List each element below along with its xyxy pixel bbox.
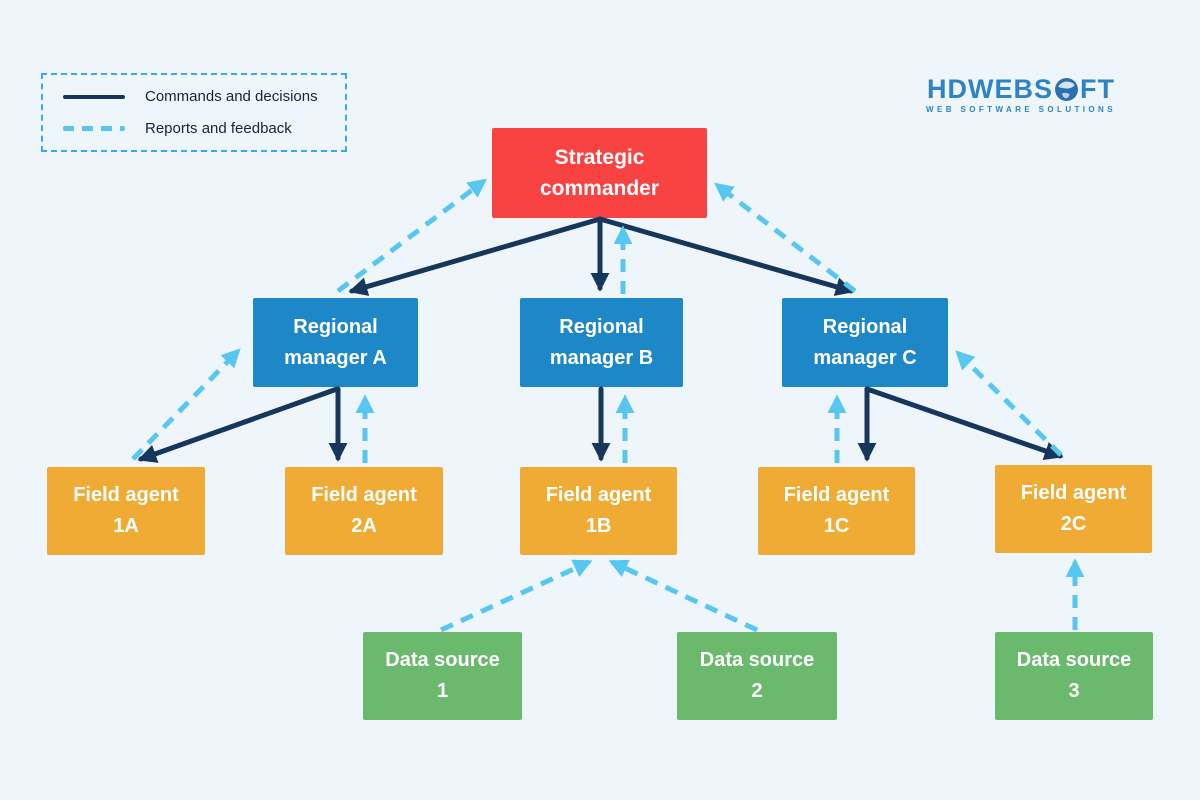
node-label: Field agent — [311, 484, 417, 506]
node-label: Data source — [385, 649, 500, 671]
node-label: 1 — [436, 680, 449, 702]
node-label: Data source — [699, 649, 815, 671]
globe-icon — [1054, 77, 1079, 102]
legend-item-reports: Reports and feedback — [63, 120, 345, 137]
arrow-source-2-to-agent-1b — [608, 559, 759, 633]
node-field-agent-2c: Field agent 2C — [995, 465, 1152, 553]
solid-line-swatch — [63, 94, 125, 99]
arrow-manager-a-to-agent-1a — [137, 386, 340, 463]
legend-label-reports: Reports and feedback — [145, 120, 292, 137]
node-label: Field agent — [73, 484, 179, 506]
node-label: Data source — [1016, 649, 1132, 671]
node-label: 1C — [823, 515, 850, 537]
node-label: 2C — [1060, 513, 1087, 535]
arrow-agent-1a-to-manager-a — [131, 348, 241, 461]
arrow-manager-a-to-commander — [336, 178, 488, 293]
node-label: Regional — [293, 315, 378, 338]
node-regional-manager-b: Regional manager B — [520, 298, 683, 387]
logo-text-suffix: FT — [1080, 74, 1115, 104]
node-label: 2A — [351, 515, 377, 537]
node-label: manager A — [284, 346, 387, 369]
legend: Commands and decisions Reports and feedb… — [41, 73, 347, 152]
node-label: Regional — [822, 315, 908, 338]
node-label: 1A — [113, 515, 139, 537]
node-label: commander — [539, 177, 660, 200]
node-field-agent-1c: Field agent 1C — [758, 467, 915, 555]
node-label: Regional — [559, 315, 644, 338]
arrow-manager-c-to-commander — [713, 182, 857, 293]
node-label: Field agent — [545, 484, 652, 506]
feedback-arrows — [131, 178, 1085, 633]
node-label: Field agent — [1020, 482, 1127, 504]
node-regional-manager-c: Regional manager C — [782, 298, 948, 387]
node-data-source-1: Data source 1 — [363, 632, 522, 720]
legend-item-commands: Commands and decisions — [63, 88, 345, 105]
arrow-manager-c-to-agent-2c — [864, 386, 1064, 460]
node-field-agent-2a: Field agent 2A — [285, 467, 443, 555]
node-field-agent-1b: Field agent 1B — [520, 467, 677, 555]
arrow-agent-2c-to-manager-c — [955, 350, 1063, 457]
node-label: manager C — [813, 346, 917, 369]
node-label: Field agent — [783, 484, 890, 506]
node-label: 2 — [751, 680, 763, 702]
node-label: manager B — [549, 346, 654, 369]
legend-label-commands: Commands and decisions — [145, 88, 318, 105]
arrow-source-1-to-agent-1b — [439, 559, 593, 633]
arrow-commander-to-manager-c — [597, 216, 855, 296]
node-label: 3 — [1068, 680, 1080, 702]
arrow-commander-to-manager-a — [348, 216, 603, 296]
node-field-agent-1a: Field agent 1A — [47, 467, 205, 555]
node-data-source-3: Data source 3 — [995, 632, 1153, 720]
node-label: Strategic — [554, 146, 645, 169]
node-label: 1B — [585, 515, 612, 537]
logo-tagline: WEB SOFTWARE SOLUTIONS — [926, 105, 1116, 114]
node-strategic-commander: Strategic commander — [492, 128, 707, 218]
logo-wordmark: HDWEBS FT — [916, 74, 1126, 104]
node-regional-manager-a: Regional manager A — [253, 298, 418, 387]
dashed-line-swatch — [63, 126, 125, 131]
hdwebsoft-logo: HDWEBS FT WEB SOFTWARE SOLUTIONS — [916, 74, 1126, 115]
node-data-source-2: Data source 2 — [677, 632, 837, 720]
logo-text-prefix: HDWEBS — [927, 74, 1053, 104]
